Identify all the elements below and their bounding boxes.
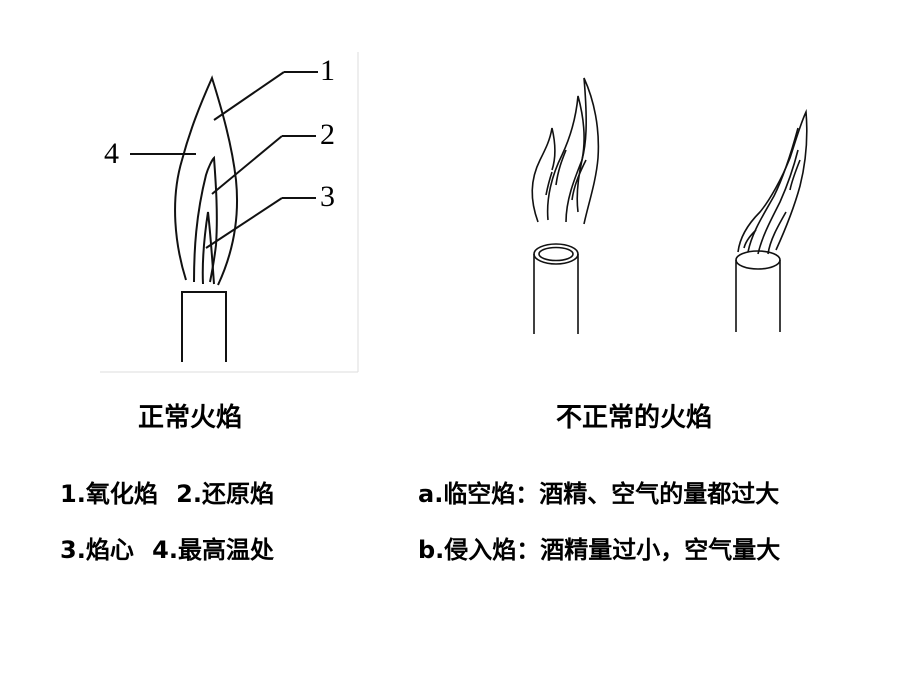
label-4: 4 xyxy=(104,137,119,170)
normal-legend-row-2: 3.焰心 4.最高温处 xyxy=(60,536,274,564)
outer-flame xyxy=(174,75,239,286)
figure-frame xyxy=(100,52,359,373)
abnormal-legend-row-b: b.侵入焰：酒精量过小，空气量大 xyxy=(418,536,781,564)
normal-flame-title: 正常火焰 xyxy=(138,403,243,433)
leader-line-2 xyxy=(211,135,283,195)
normal-flame xyxy=(130,71,318,362)
burner-tube xyxy=(181,291,227,362)
burner-tube-a xyxy=(533,254,579,334)
label-3: 3 xyxy=(320,180,335,213)
burner-tube-b xyxy=(735,260,781,332)
abnormal-flame-title: 不正常的火焰 xyxy=(556,403,713,433)
normal-legend-row-1: 1.氧化焰 2.还原焰 xyxy=(60,480,274,508)
leader-line-1 xyxy=(213,71,285,121)
abnormal-legend-row-a: a.临空焰：酒精、空气的量都过大 xyxy=(418,480,780,508)
label-2: 2 xyxy=(320,118,335,151)
inner-cone xyxy=(201,211,215,285)
backflash-flame xyxy=(735,108,808,332)
leader-line-3 xyxy=(205,197,283,249)
lifted-flame xyxy=(531,77,600,334)
middle-flame xyxy=(193,155,218,283)
label-1: 1 xyxy=(320,54,335,87)
